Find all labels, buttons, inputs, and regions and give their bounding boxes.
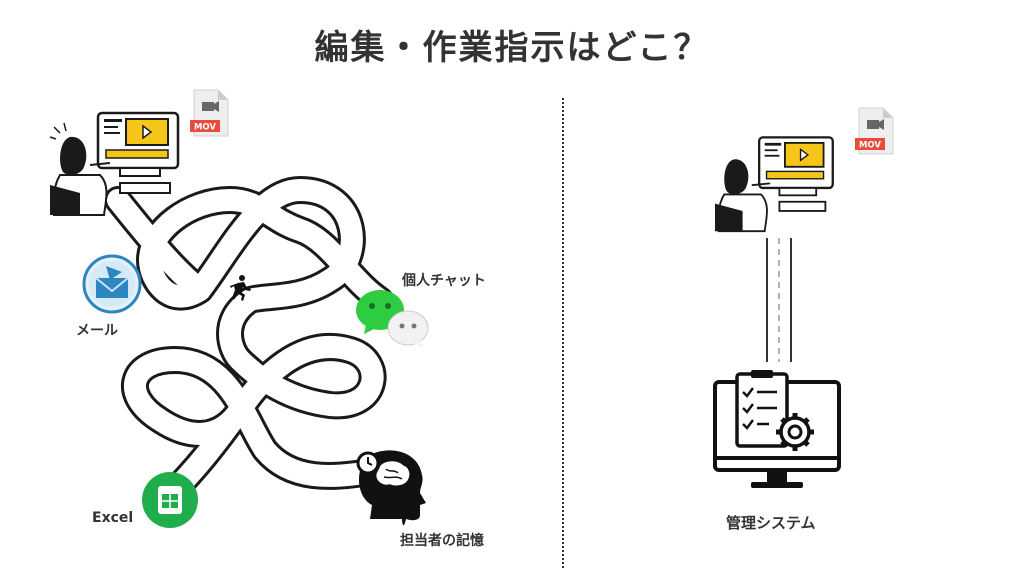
person-at-computer-icon [715,136,834,233]
memory-label: 担当者の記憶 [400,533,484,549]
runner-icon [230,275,251,301]
page-title: 編集・作業指示はどこ？ [314,28,710,68]
spreadsheet-icon [142,472,198,528]
brain-head-icon [356,450,426,526]
maze-path [104,176,394,509]
excel-label: Excel [92,510,134,526]
mov-badge-label: MOV [194,123,216,133]
mail-label: メール [76,323,118,339]
mov-file-icon: MOV [190,89,229,137]
mov-file-icon: MOV [855,107,894,155]
straight-path [766,238,792,362]
mov-badge-label: MOV [859,141,881,151]
mail-icon [82,254,142,314]
monitor-checklist-gear-icon [713,370,841,488]
section-divider [562,98,564,568]
system-label: 管理システム [726,514,816,532]
person-at-computer-icon [49,111,180,216]
chat-icon [356,290,429,348]
chat-label: 個人チャット [402,273,486,289]
